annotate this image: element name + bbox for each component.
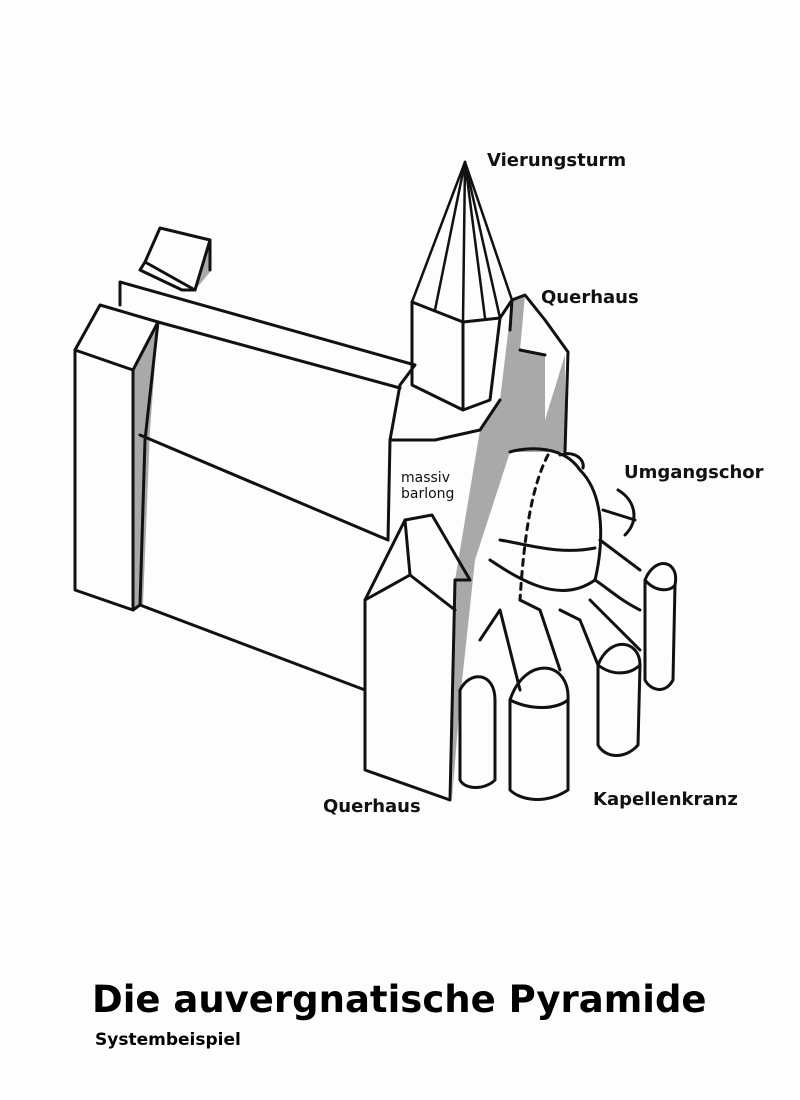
facade-tower [73,303,160,612]
label-querhaus-lower: Querhaus [323,796,421,817]
label-umgangschor: Umgangschor [624,462,764,483]
crossing-tower [386,160,514,542]
nave [118,280,417,692]
ambulatory [488,447,642,612]
label-vierungsturm: Vierungsturm [487,150,627,171]
roof-block [138,226,212,292]
upper-transept [510,293,570,454]
label-barlong: barlong [401,486,455,502]
label-querhaus-upper: Querhaus [541,287,639,308]
page-subtitle: Systembeispiel [95,1030,241,1050]
label-massiv: massiv [401,470,450,486]
label-massiv-barlong: massiv barlong [401,470,454,502]
lower-transept [363,513,472,802]
chapel-ring [458,562,678,801]
label-kapellenkranz: Kapellenkranz [593,789,738,810]
page-title: Die auvergnatische Pyramide [92,978,707,1021]
